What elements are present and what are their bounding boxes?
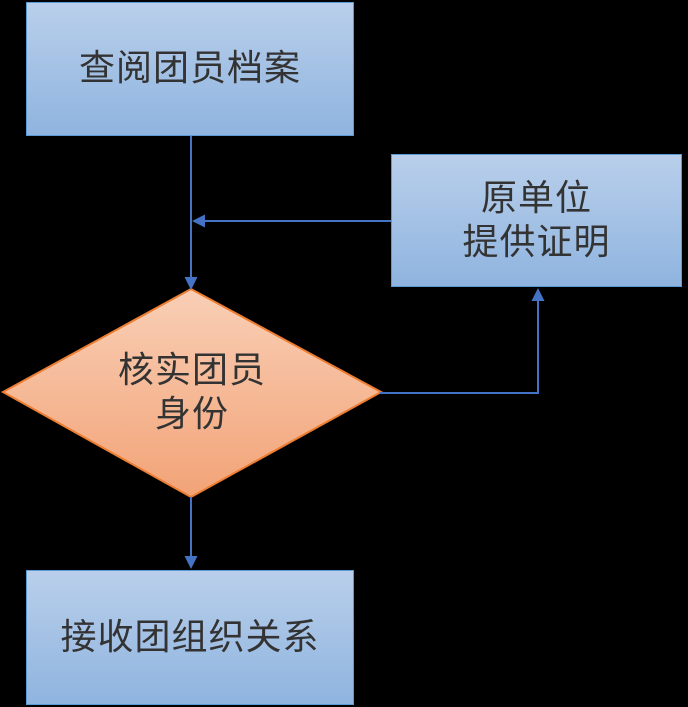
arrow-verify-to-unit-head (531, 288, 545, 301)
arrow-unit-to-connector-head (192, 214, 205, 228)
node-review-archive: 查阅团员档案 (26, 2, 354, 136)
arrow-verify-to-receive-head (184, 556, 198, 569)
arrow-verify-to-unit-line (380, 299, 539, 394)
diamond-shape (0, 287, 384, 499)
node-review-archive-label: 查阅团员档案 (78, 48, 301, 90)
node-receive-relation: 接收团组织关系 (26, 570, 354, 705)
node-verify-identity-shape (0, 287, 384, 499)
node-original-unit: 原单位 提供证明 (391, 154, 682, 287)
node-original-unit-label: 原单位 提供证明 (462, 177, 611, 263)
node-receive-relation-label: 接收团组织关系 (60, 616, 320, 658)
